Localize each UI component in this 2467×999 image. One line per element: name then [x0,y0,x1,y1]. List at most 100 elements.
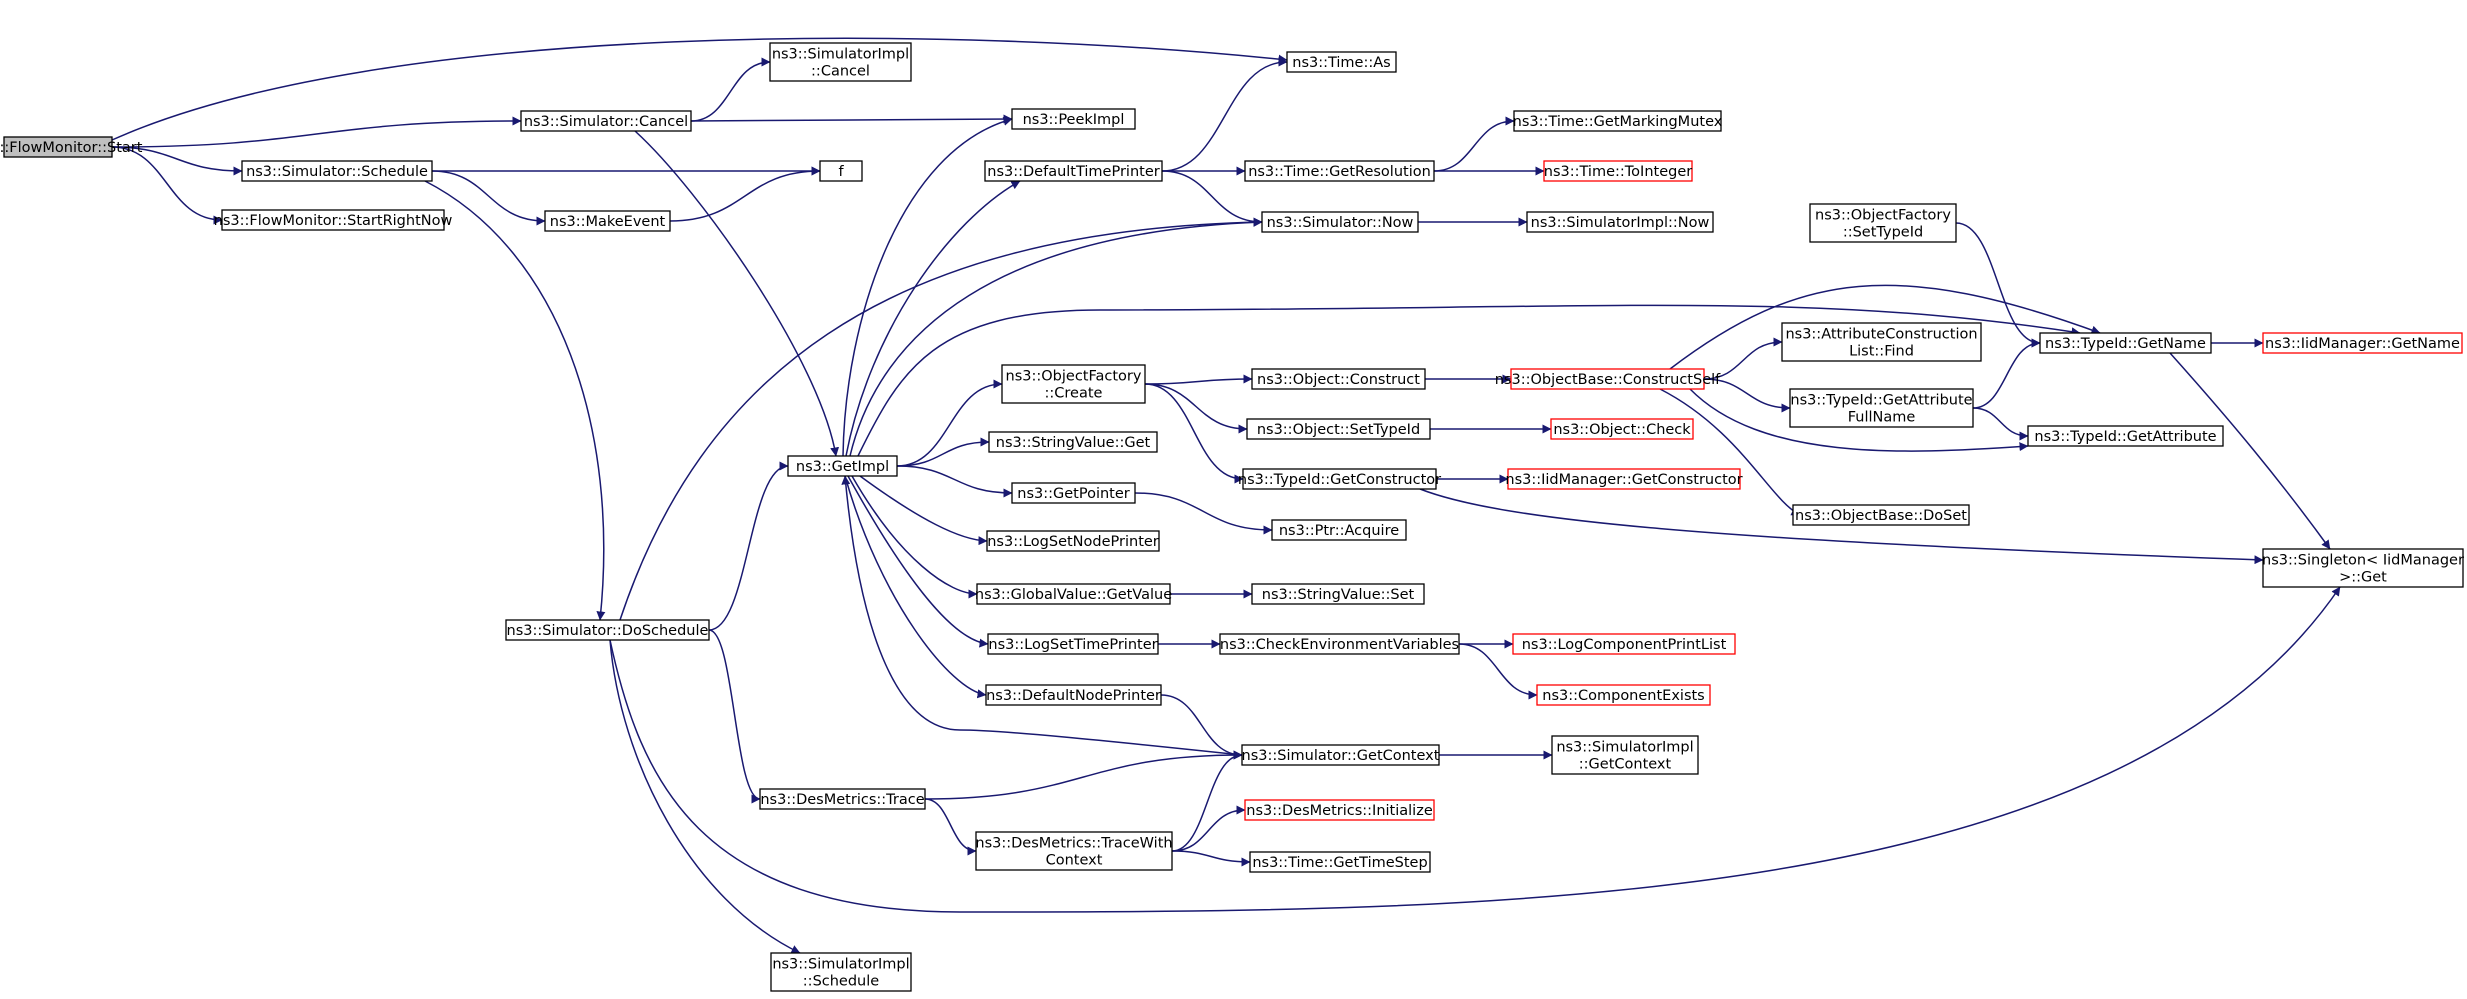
node-objbasedoset[interactable]: ns3::ObjectBase::DoSet [1792,504,1970,526]
node-objsettypeid[interactable]: ns3::Object::SetTypeId [1246,418,1431,440]
node-box[interactable] [1219,633,1460,655]
node-doschedule[interactable]: ns3::Simulator::DoSchedule [505,619,710,641]
node-schedule[interactable]: ns3::Simulator::Schedule [241,160,433,182]
node-peekimpl[interactable]: ns3::PeekImpl [1011,108,1136,130]
node-box[interactable] [2262,548,2464,588]
node-typeidgetattr[interactable]: ns3::TypeId::GetAttribute [2027,425,2224,447]
node-getmarkingmutex[interactable]: ns3::Time::GetMarkingMutex [1513,110,1723,132]
node-checkenv[interactable]: ns3::CheckEnvironmentVariables [1219,633,1460,655]
node-logsetnodeprinter[interactable]: ns3::LogSetNodePrinter [986,530,1160,552]
node-startrightnow[interactable]: ns3::FlowMonitor::StartRightNow [214,209,453,231]
node-box[interactable] [1792,504,1970,526]
node-box[interactable] [2262,332,2463,354]
node-box[interactable] [505,619,710,641]
node-box[interactable] [986,530,1160,552]
node-box[interactable] [1543,160,1693,182]
node-box[interactable] [1246,418,1431,440]
node-box[interactable] [2027,425,2224,447]
node-implgetcontext[interactable]: ns3::SimulatorImpl::GetContext [1551,735,1699,775]
node-box[interactable] [1789,388,1974,428]
node-getpointer[interactable]: ns3::GetPointer [1011,482,1136,504]
node-ptracquire[interactable]: ns3::Ptr::Acquire [1271,519,1407,541]
node-gettimestep[interactable]: ns3::Time::GetTimeStep [1249,851,1431,873]
node-box[interactable] [2039,332,2212,354]
node-getconstructor[interactable]: ns3::TypeId::GetConstructor [1238,468,1441,490]
node-box[interactable] [1513,110,1722,132]
node-box[interactable] [770,952,912,992]
node-typeidgetname[interactable]: ns3::TypeId::GetName [2039,332,2212,354]
node-box[interactable] [544,210,671,232]
node-implschedule[interactable]: ns3::SimulatorImpl::Schedule [770,952,912,992]
node-box[interactable] [819,160,863,182]
node-stringvalueget[interactable]: ns3::StringValue::Get [988,431,1158,453]
node-objcheck[interactable]: ns3::Object::Check [1550,418,1694,440]
node-getimpl[interactable]: ns3::GetImpl [787,455,898,477]
node-simnow[interactable]: ns3::Simulator::Now [1261,211,1419,233]
node-logcomponentprintlist[interactable]: ns3::LogComponentPrintList [1512,633,1736,655]
node-timeas[interactable]: ns3::Time::As [1286,51,1397,73]
node-box[interactable] [769,42,912,82]
node-singletonget[interactable]: ns3::Singleton< IidManager >::Get [2262,548,2464,588]
node-ofsettypeid[interactable]: ns3::ObjectFactory::SetTypeId [1809,203,1957,243]
node-box[interactable] [1536,684,1711,706]
node-ofcreate[interactable]: ns3::ObjectFactory::Create [1001,364,1146,404]
node-box[interactable] [975,831,1173,871]
node-box[interactable] [1512,633,1736,655]
node-tointeger[interactable]: ns3::Time::ToInteger [1543,160,1693,182]
node-defaulttimeprinter[interactable]: ns3::DefaultTimePrinter [984,160,1163,182]
node-box[interactable] [984,160,1163,182]
node-box[interactable] [987,633,1159,655]
node-box[interactable] [1286,51,1397,73]
node-iidgetconstructor[interactable]: ns3::IidManager::GetConstructor [1505,468,1743,490]
node-box[interactable] [988,431,1158,453]
node-box[interactable] [241,160,433,182]
node-start[interactable]: ns3::FlowMonitor::Start [0,136,143,158]
node-box[interactable] [1244,160,1435,182]
node-box[interactable] [759,788,926,810]
node-constructself[interactable]: ns3::ObjectBase::ConstructSelf [1495,368,1721,390]
node-desmetricstrace[interactable]: ns3::DesMetrics::Trace [759,788,926,810]
node-box[interactable] [1251,583,1425,605]
node-implcancel[interactable]: ns3::SimulatorImpl::Cancel [769,42,912,82]
node-box[interactable] [1550,418,1694,440]
node-box[interactable] [1249,851,1431,873]
node-box[interactable] [1507,468,1741,490]
node-desmetricsinit[interactable]: ns3::DesMetrics::Initialize [1244,799,1435,821]
node-box[interactable] [3,136,113,158]
node-iidgetname[interactable]: ns3::IidManager::GetName [2262,332,2463,354]
node-box[interactable] [1809,203,1957,243]
node-objconstruct[interactable]: ns3::Object::Construct [1251,368,1426,390]
node-cancel[interactable]: ns3::Simulator::Cancel [520,110,692,132]
node-box[interactable] [1241,744,1440,766]
node-stringvalueset[interactable]: ns3::StringValue::Set [1251,583,1425,605]
node-box[interactable] [1001,364,1146,404]
node-makeevent[interactable]: ns3::MakeEvent [544,210,671,232]
node-box[interactable] [1242,468,1437,490]
node-box[interactable] [1251,368,1426,390]
node-f[interactable]: f [819,160,863,182]
node-implnow[interactable]: ns3::SimulatorImpl::Now [1526,211,1714,233]
node-box[interactable] [221,209,445,231]
node-box[interactable] [1526,211,1714,233]
node-box[interactable] [787,455,898,477]
node-box[interactable] [1011,482,1136,504]
node-globalvaluegetvalue[interactable]: ns3::GlobalValue::GetValue [975,583,1172,605]
node-box[interactable] [1011,108,1136,130]
node-componentexists[interactable]: ns3::ComponentExists [1536,684,1711,706]
node-box[interactable] [1244,799,1435,821]
node-defaultnodeprinter[interactable]: ns3::DefaultNodePrinter [985,684,1162,706]
node-box[interactable] [976,583,1171,605]
node-logsettimeprinter[interactable]: ns3::LogSetTimePrinter [987,633,1159,655]
node-box[interactable] [1261,211,1419,233]
node-box[interactable] [1271,519,1407,541]
node-box[interactable] [1510,368,1705,390]
node-box[interactable] [1781,322,1982,362]
node-gettimeresolution[interactable]: ns3::Time::GetResolution [1244,160,1435,182]
node-simgetcontext[interactable]: ns3::Simulator::GetContext [1241,744,1440,766]
node-box[interactable] [985,684,1162,706]
node-box[interactable] [1551,735,1699,775]
node-box[interactable] [520,110,692,132]
